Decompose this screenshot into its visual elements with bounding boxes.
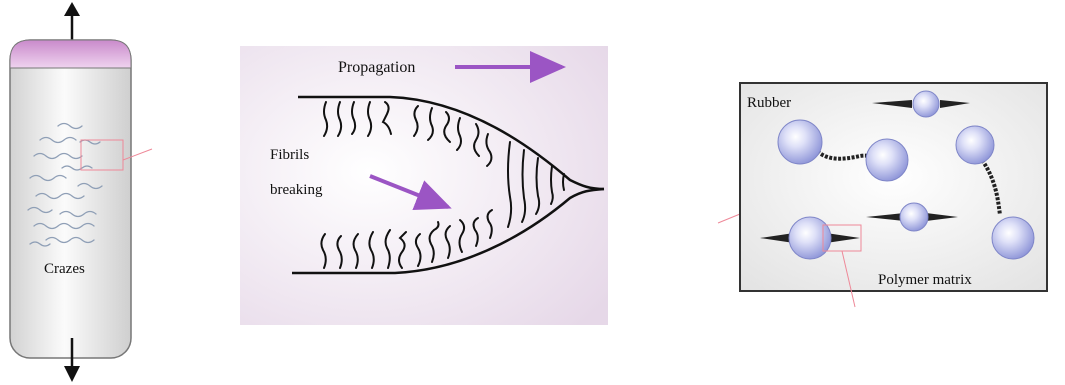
- polymer-matrix-label: Polymer matrix: [878, 272, 972, 288]
- breaking-label: breaking: [270, 182, 323, 198]
- rubber-particle-3: [956, 126, 994, 164]
- rubber-particle-1: [778, 120, 822, 164]
- rubber-label: Rubber: [747, 95, 791, 111]
- propagation-label: Propagation: [338, 59, 415, 76]
- craze-tip-panel: Propagation Fibrils breaking: [240, 46, 608, 325]
- rubber-particle-2: [866, 139, 908, 181]
- fibrils-label: Fibrils: [270, 147, 309, 163]
- crazes-label: Crazes: [44, 261, 85, 277]
- specimen-top-cap: [10, 40, 131, 68]
- specimen-panel: Crazes: [10, 2, 152, 382]
- rubber-particle-4: [992, 217, 1034, 259]
- specimen-body: [10, 40, 131, 358]
- rubber-matrix-panel: Rubber Polymer matrix: [718, 83, 1047, 307]
- polymer-matrix-box: [740, 83, 1047, 291]
- matrix-guide-left: [718, 214, 740, 223]
